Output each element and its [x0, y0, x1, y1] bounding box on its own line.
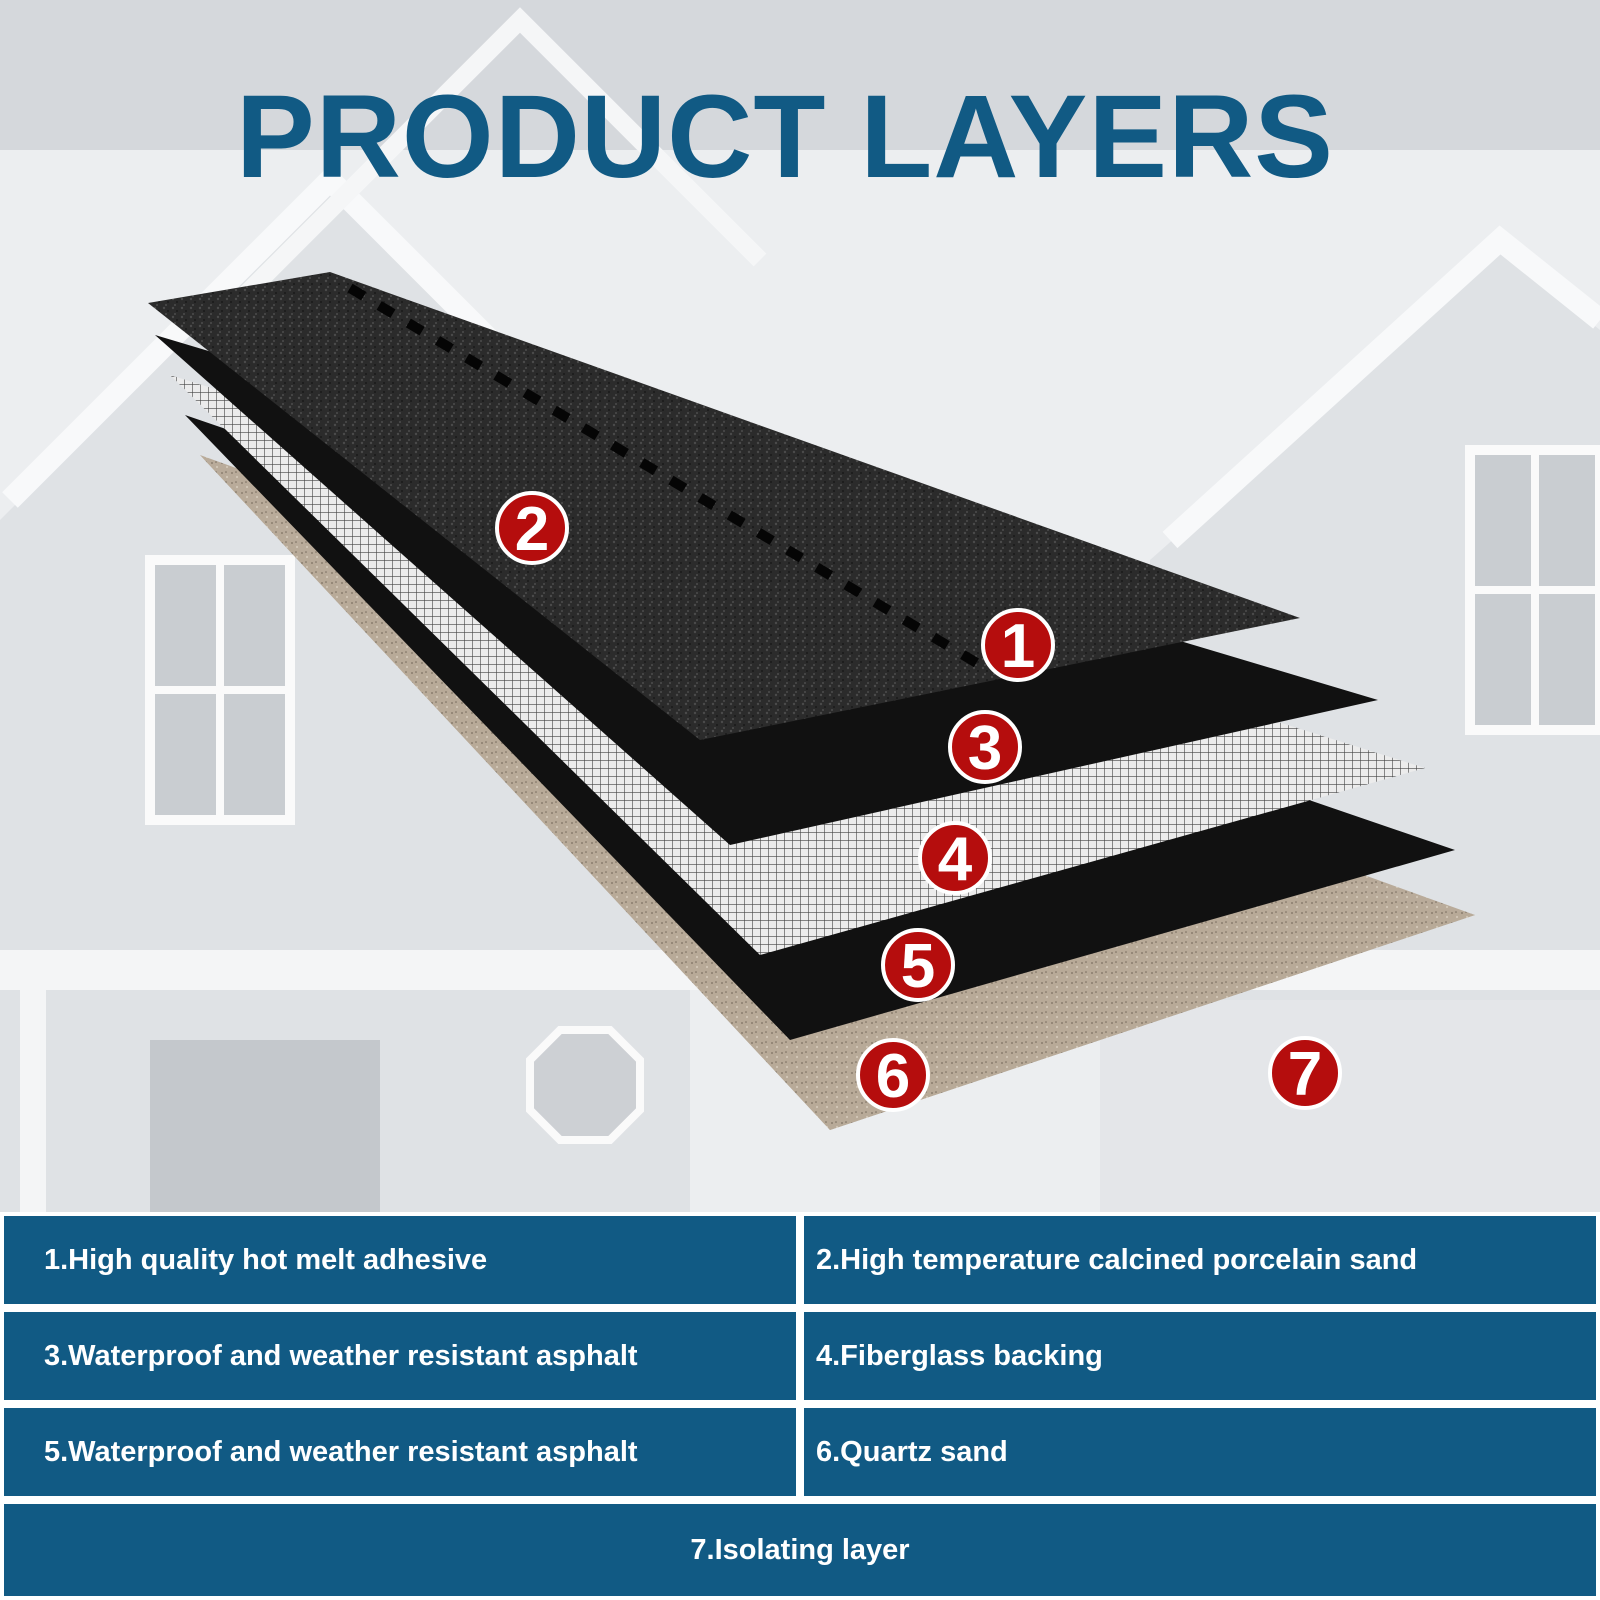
badge-5-label: 5	[901, 932, 935, 1001]
legend-cell-5: 5.Waterproof and weather resistant aspha…	[4, 1408, 796, 1496]
legend-cell-4: 4.Fiberglass backing	[804, 1312, 1596, 1400]
legend-text-2: 2.High temperature calcined porcelain sa…	[816, 1243, 1418, 1276]
badge-4-label: 4	[938, 825, 973, 894]
badge-1-label: 1	[1001, 612, 1035, 681]
badge-5: 5	[881, 928, 955, 1002]
badge-2-label: 2	[515, 495, 549, 564]
badge-3: 3	[948, 710, 1022, 784]
legend-cell-2: 2.High temperature calcined porcelain sa…	[804, 1216, 1596, 1304]
badge-1: 1	[981, 608, 1055, 682]
layer-legend: 1.High quality hot melt adhesive 2.High …	[0, 1212, 1600, 1600]
legend-cell-1: 1.High quality hot melt adhesive	[4, 1216, 796, 1304]
badge-7: 7	[1268, 1036, 1342, 1110]
badge-3-label: 3	[968, 714, 1002, 783]
legend-text-4: 4.Fiberglass backing	[816, 1339, 1103, 1372]
legend-text-1: 1.High quality hot melt adhesive	[44, 1243, 488, 1276]
layer-quartz-sand-body	[200, 455, 1475, 1130]
legend-text-3: 3.Waterproof and weather resistant aspha…	[44, 1339, 638, 1372]
house-background	[0, 0, 1600, 1212]
badge-4: 4	[918, 821, 992, 895]
legend-cell-6: 6.Quartz sand	[804, 1408, 1596, 1496]
badge-6-label: 6	[876, 1042, 910, 1111]
legend-text-7: 7.Isolating layer	[690, 1533, 910, 1566]
legend-text-6: 6.Quartz sand	[816, 1435, 1008, 1468]
legend-cell-7: 7.Isolating layer	[4, 1504, 1596, 1596]
legend-cell-3: 3.Waterproof and weather resistant aspha…	[4, 1312, 796, 1400]
badge-6: 6	[856, 1038, 930, 1112]
page-title: PRODUCT LAYERS	[235, 71, 1334, 203]
badge-7-label: 7	[1288, 1040, 1322, 1109]
legend-text-5: 5.Waterproof and weather resistant aspha…	[44, 1435, 638, 1468]
badge-2: 2	[495, 491, 569, 565]
